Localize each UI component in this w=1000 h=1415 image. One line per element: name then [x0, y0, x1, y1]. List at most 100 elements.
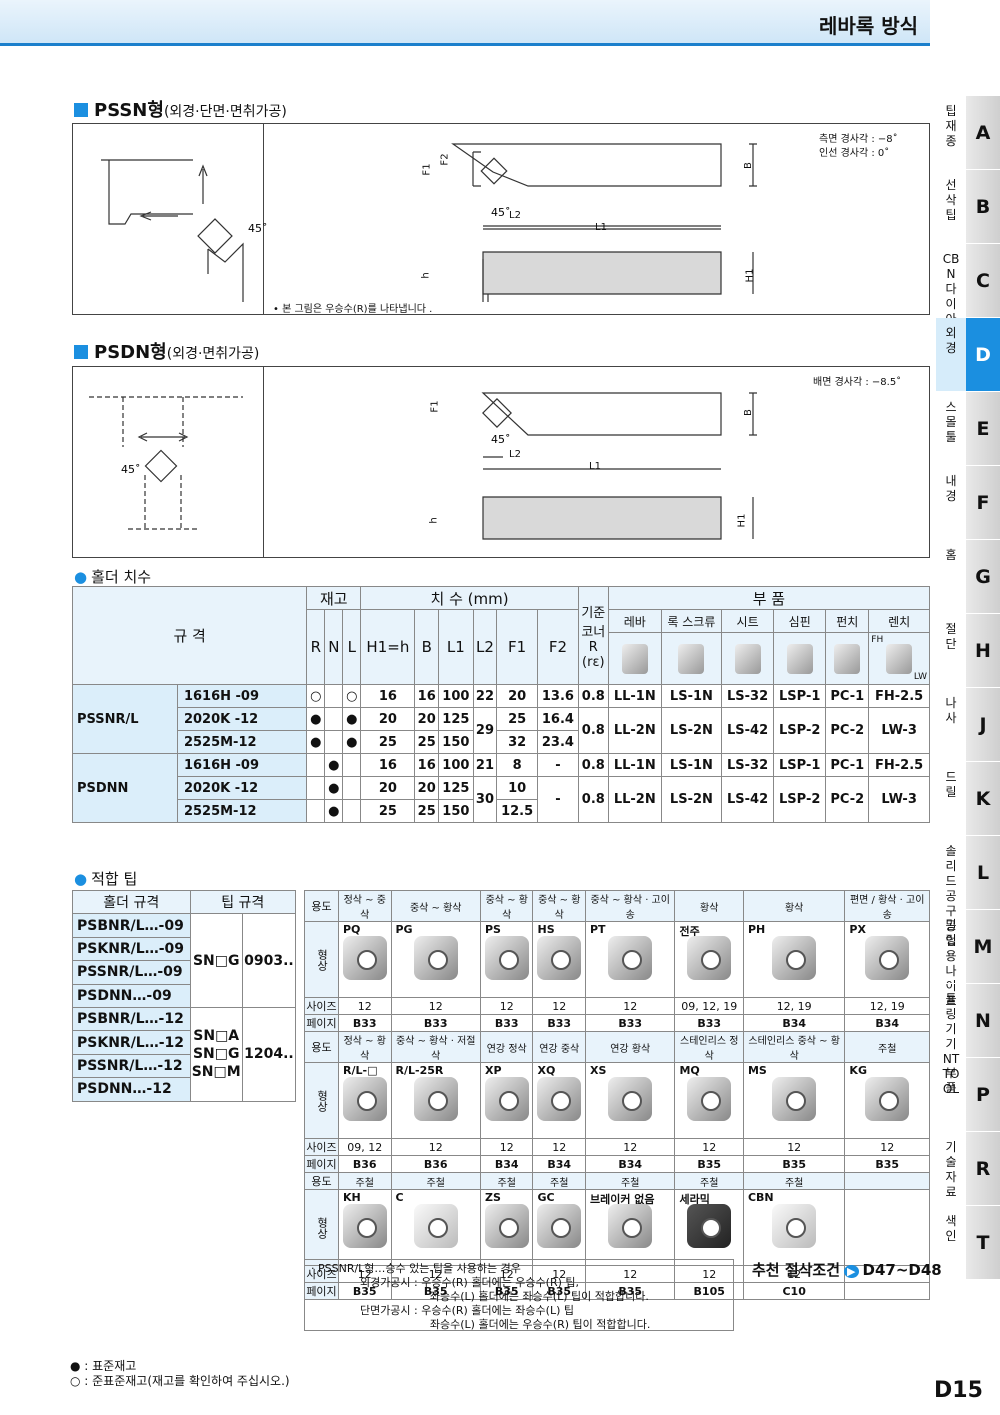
tip-name: PX — [849, 923, 866, 936]
cell — [342, 799, 362, 823]
cell: 황삭 — [674, 890, 744, 922]
cell: 21 — [472, 753, 498, 777]
tip-name: XP — [484, 1064, 502, 1077]
cell: 연강 정삭 — [479, 1031, 534, 1063]
dim-l2-2: L2 — [509, 449, 521, 460]
side-tab-letter: P — [966, 1058, 1000, 1131]
side-tab-letter: B — [966, 170, 1000, 243]
cell: 스테인리스 중삭 ~ 황삭 — [742, 1031, 846, 1063]
cell: 황삭 — [742, 890, 846, 922]
arrow-icon: ▶ — [844, 1265, 859, 1278]
cell: 중삭 ~ 황삭 · 고이송 — [584, 890, 676, 922]
cell: 기준코너R (rε) — [577, 586, 609, 685]
cell: 29 — [472, 707, 498, 754]
tip-cell: ZS — [479, 1189, 534, 1266]
cell: 심핀 — [773, 609, 827, 633]
recommended-conditions[interactable]: 추천 절삭조건▶D47~D48 — [752, 1261, 942, 1279]
tip-note: · PSSNR/L형…승수 있는 팁을 사용하는 경우 외경가공시 : 우승수(… — [304, 1259, 734, 1331]
cell: LS-32 — [721, 753, 775, 777]
side-tab-label: 외경 — [945, 326, 957, 355]
cell: LS-2N — [660, 776, 723, 823]
cell: 팁 규격 — [189, 889, 296, 915]
cell: 렌치 — [868, 609, 930, 633]
cell: 중삭 ~ 황삭 — [479, 890, 534, 922]
cell: 25 — [496, 707, 539, 731]
table-row: PSSNR/L…-12 — [72, 1053, 296, 1079]
cell — [342, 753, 362, 777]
pssn-drawing: 45˚ 45˚ F1 F2 L2 L1 B h H1 측면 경사각 : −8˚ … — [72, 123, 930, 315]
table-row: PSKNR/L…-12 — [72, 1030, 296, 1055]
pssn-diagram: 45˚ 45˚ — [101, 143, 757, 302]
lw-label: LW — [913, 672, 927, 682]
cell: 12, 19 — [742, 997, 846, 1015]
cell: - — [537, 753, 579, 777]
tip-cell: MQ — [674, 1062, 744, 1139]
tip-cell: KH — [338, 1189, 392, 1266]
insert-icon — [687, 936, 732, 980]
cell: PSDNN…-12 — [72, 1077, 191, 1102]
part-icon — [678, 643, 705, 674]
cell: LS-42 — [721, 776, 775, 823]
tip-cell: PT — [584, 921, 676, 998]
side-tab-c[interactable]: CBN 다이아몬드C — [936, 244, 1000, 356]
part-icon — [621, 643, 648, 674]
tip-cell: PH — [742, 921, 846, 998]
side-tab-label: 절단 — [945, 622, 957, 651]
tip-cell: 세라믹 — [674, 1189, 744, 1266]
part-image — [607, 632, 662, 685]
side-tab-label: 스몰툴 — [945, 400, 957, 444]
side-tab-label: 팁재종 — [945, 104, 957, 148]
cell: LS-2N — [660, 707, 723, 754]
cell: 2525M-12 — [176, 799, 308, 823]
cell: 형상 — [304, 1062, 339, 1139]
cell: B34 — [532, 1155, 586, 1173]
cell — [342, 776, 362, 800]
cell: LSP-1 — [773, 684, 827, 708]
cell: PSKNR/L…-12 — [72, 1030, 191, 1055]
cell: 12 — [674, 1138, 744, 1156]
cell: B35 — [532, 1282, 586, 1300]
tip-name: ZS — [484, 1191, 501, 1204]
part-icon — [886, 643, 913, 674]
cell: ● — [342, 707, 362, 731]
cell: 레바 — [607, 609, 662, 633]
side-tab-e[interactable]: 스몰툴 E — [936, 392, 1000, 466]
cell: B105 — [674, 1282, 744, 1300]
cell: PSBNR/L…-12 — [72, 1006, 191, 1032]
side-tab-letter: E — [966, 392, 1000, 465]
insert-icon — [342, 1204, 387, 1248]
cell: PSDNN — [72, 753, 178, 823]
cell: 25 — [360, 799, 416, 823]
cell: 16 — [360, 753, 416, 777]
insert-icon — [342, 936, 387, 980]
cell: 주철 — [584, 1172, 676, 1190]
tip-cell: MS — [742, 1062, 846, 1139]
cell: B33 — [338, 1014, 392, 1032]
cell: 0903.. — [241, 913, 297, 1008]
insert-icon — [484, 936, 529, 980]
side-tab-letter: T — [966, 1206, 1000, 1279]
cell: 중삭 ~ 황삭 · 저절삭 — [390, 1031, 481, 1063]
tip-name: XQ — [537, 1064, 556, 1077]
dim-f2: F2 — [439, 153, 451, 166]
cell: 연강 황삭 — [584, 1031, 676, 1063]
cell: 12 — [742, 1138, 846, 1156]
